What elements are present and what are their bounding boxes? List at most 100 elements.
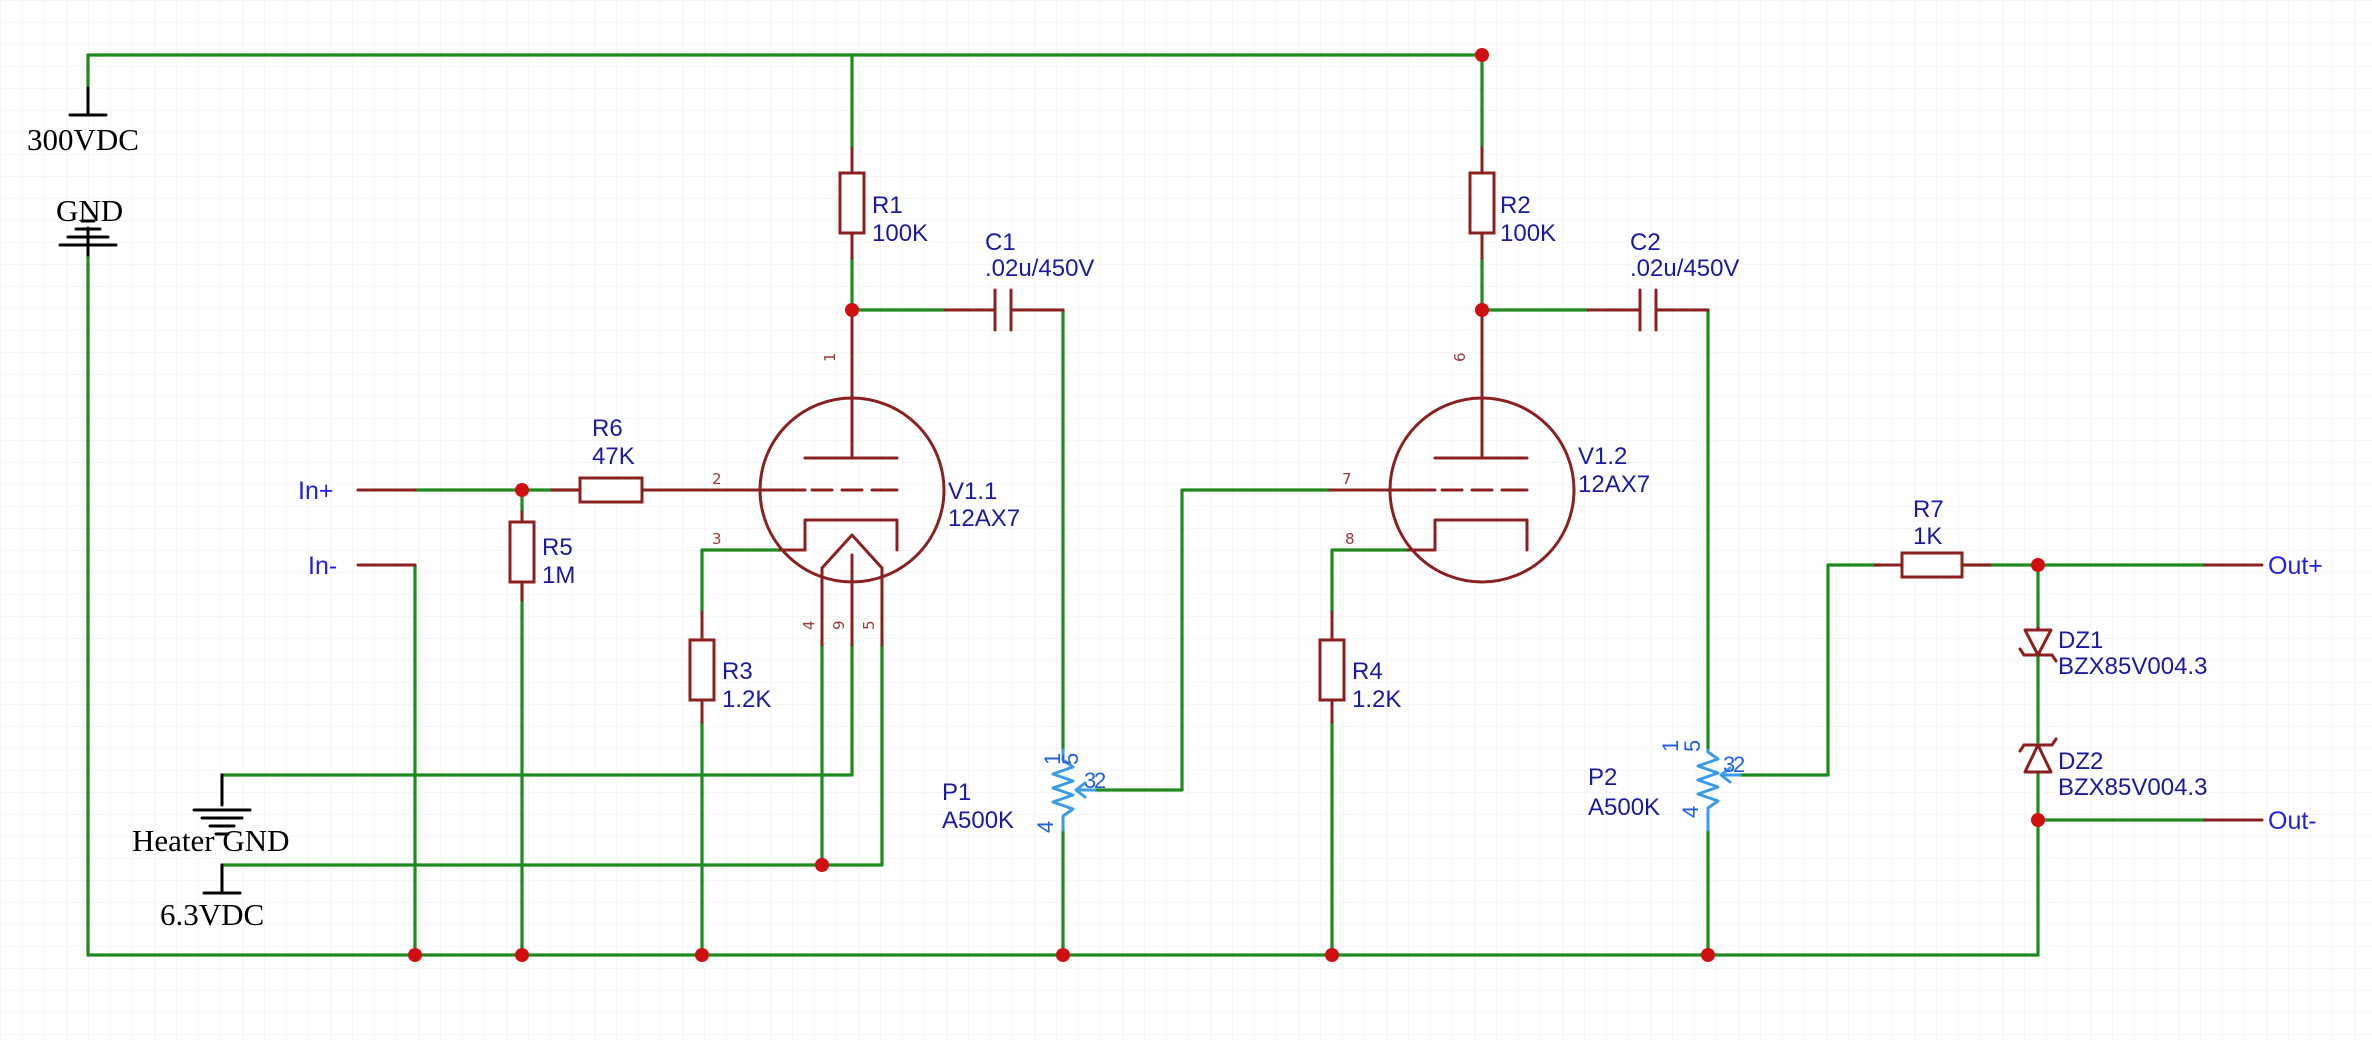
v1-1-pin-heater-b: 5 xyxy=(860,620,878,630)
c2-ref: C2 xyxy=(1630,229,1661,256)
junction-dot xyxy=(515,948,529,962)
r6-value: 47K xyxy=(592,443,635,470)
resistor-r4[interactable]: R4 1.2K xyxy=(1318,610,1401,724)
potentiometer-p2[interactable]: 1 5 3 2 4 P2 A500K xyxy=(1588,740,1745,832)
dz1-ref: DZ1 xyxy=(2058,627,2103,654)
wire-supply-rail xyxy=(86,53,1484,90)
net-label-out-plus: Out+ xyxy=(2268,552,2323,580)
net-label-out-minus: Out- xyxy=(2268,807,2317,835)
r5-ref: R5 xyxy=(542,534,573,561)
p1-pin-2: 2 xyxy=(1094,768,1106,793)
junction-dot xyxy=(845,303,859,317)
heater-supply-label: 6.3VDC xyxy=(160,897,264,932)
r7-ref: R7 xyxy=(1913,496,1944,523)
p2-ref: P2 xyxy=(1588,764,1617,791)
resistor-r3[interactable]: R3 1.2K xyxy=(688,610,771,724)
r4-value: 1.2K xyxy=(1352,686,1401,713)
r6-body xyxy=(578,476,644,504)
p2-wiper xyxy=(1719,766,1742,784)
v1-2-pin-cathode: 8 xyxy=(1345,530,1355,548)
p2-pin-1: 1 xyxy=(1658,740,1683,752)
power-symbols: 300VDC GND Heater GND 6.3VDC xyxy=(27,86,290,932)
r7-value: 1K xyxy=(1913,523,1942,550)
net-labels: In+ In- Out+ Out- xyxy=(298,477,2323,835)
r1-body xyxy=(838,171,866,235)
p2-value: A500K xyxy=(1588,794,1660,821)
wire-heater-supply xyxy=(220,643,884,867)
tube-v1-2[interactable]: 6 7 8 V1.2 12AX7 xyxy=(1328,308,1650,584)
r5-body xyxy=(508,520,536,584)
tube-v1-1[interactable]: 1 2 3 4 9 5 V1.1 12AX7 xyxy=(708,308,1020,647)
r4-ref: R4 xyxy=(1352,658,1383,685)
wire-heater-ground xyxy=(220,643,854,777)
p2-pin-4: 4 xyxy=(1678,806,1703,818)
r2-ref: R2 xyxy=(1500,192,1531,219)
wires xyxy=(86,53,2207,957)
supply-label: 300VDC xyxy=(27,122,139,157)
junction-dot xyxy=(815,858,829,872)
v1-2-value: 12AX7 xyxy=(1578,471,1650,498)
resistor-r2[interactable]: R2 100K xyxy=(1468,146,1556,260)
heater-ground-label: Heater GND xyxy=(132,823,290,858)
v1-1-value: 12AX7 xyxy=(948,505,1020,532)
r6-ref: R6 xyxy=(592,415,623,442)
junction-dot xyxy=(1701,948,1715,962)
net-label-in-minus: In- xyxy=(308,552,337,580)
c1-ref: C1 xyxy=(985,229,1016,256)
supply-symbol xyxy=(68,86,108,117)
dz1-value: BZX85V004.3 xyxy=(2058,653,2207,680)
r2-body xyxy=(1468,171,1496,235)
wire-cathode1-to-r3 xyxy=(700,548,782,614)
v1-1-pin-plate: 1 xyxy=(821,352,839,362)
p1-wiper xyxy=(1074,781,1097,799)
p1-pin-4: 4 xyxy=(1033,821,1058,833)
zener-dz1[interactable]: DZ1 BZX85V004.3 xyxy=(2018,626,2207,680)
potentiometer-p1[interactable]: 1 5 3 2 4 P1 A500K xyxy=(942,748,1106,834)
resistor-r5[interactable]: R5 1M xyxy=(508,510,575,602)
r3-value: 1.2K xyxy=(722,686,771,713)
p1-pin-1: 1 xyxy=(1040,753,1065,765)
v1-2-cathode xyxy=(1433,518,1529,552)
capacitor-c1[interactable]: C1 .02u/450V xyxy=(943,229,1094,332)
v1-1-cathode xyxy=(803,518,899,552)
dz2-triangle xyxy=(2023,743,2053,774)
net-label-in-plus: In+ xyxy=(298,477,333,505)
p1-ref: P1 xyxy=(942,779,971,806)
junction-dot xyxy=(2031,558,2045,572)
p1-value: A500K xyxy=(942,807,1014,834)
ground-label: GND xyxy=(56,193,123,228)
ground-symbol xyxy=(58,219,118,257)
resistor-r7[interactable]: R7 1K xyxy=(1873,496,1992,579)
r3-ref: R3 xyxy=(722,658,753,685)
v1-1-pin-grid: 2 xyxy=(712,470,722,488)
wire-p1-wiper-to-grid2 xyxy=(1093,488,1332,792)
dz1-bar xyxy=(2018,647,2058,663)
v1-1-ref: V1.1 xyxy=(948,478,997,505)
p2-pin-5: 5 xyxy=(1680,740,1705,752)
junction-dot xyxy=(408,948,422,962)
zener-dz2[interactable]: DZ2 BZX85V004.3 xyxy=(2018,737,2207,801)
r2-value: 100K xyxy=(1500,220,1556,247)
resistor-r1[interactable]: R1 100K xyxy=(838,146,928,260)
v1-1-pin-heater-ct: 9 xyxy=(830,620,848,630)
junction-dot xyxy=(1475,303,1489,317)
resistor-r6[interactable]: R6 47K xyxy=(550,415,712,504)
r7-body xyxy=(1900,551,1964,579)
heater-ground-symbol xyxy=(192,773,252,836)
v1-1-heater xyxy=(820,533,884,647)
p2-element xyxy=(1696,748,1720,832)
wire-p2-wiper-to-r7 xyxy=(1738,563,1882,777)
c1-value: .02u/450V xyxy=(985,255,1094,282)
c2-value: .02u/450V xyxy=(1630,255,1739,282)
junction-dot xyxy=(515,483,529,497)
v1-2-pin-grid: 7 xyxy=(1342,470,1352,488)
r5-value: 1M xyxy=(542,562,575,589)
r3-body xyxy=(688,638,716,702)
junction-dot xyxy=(2031,813,2045,827)
p2-pin-3: 3 xyxy=(1723,752,1735,777)
p2-pin-2: 2 xyxy=(1733,752,1745,777)
p1-pin-3: 3 xyxy=(1084,768,1096,793)
capacitor-c2[interactable]: C2 .02u/450V xyxy=(1586,229,1739,332)
